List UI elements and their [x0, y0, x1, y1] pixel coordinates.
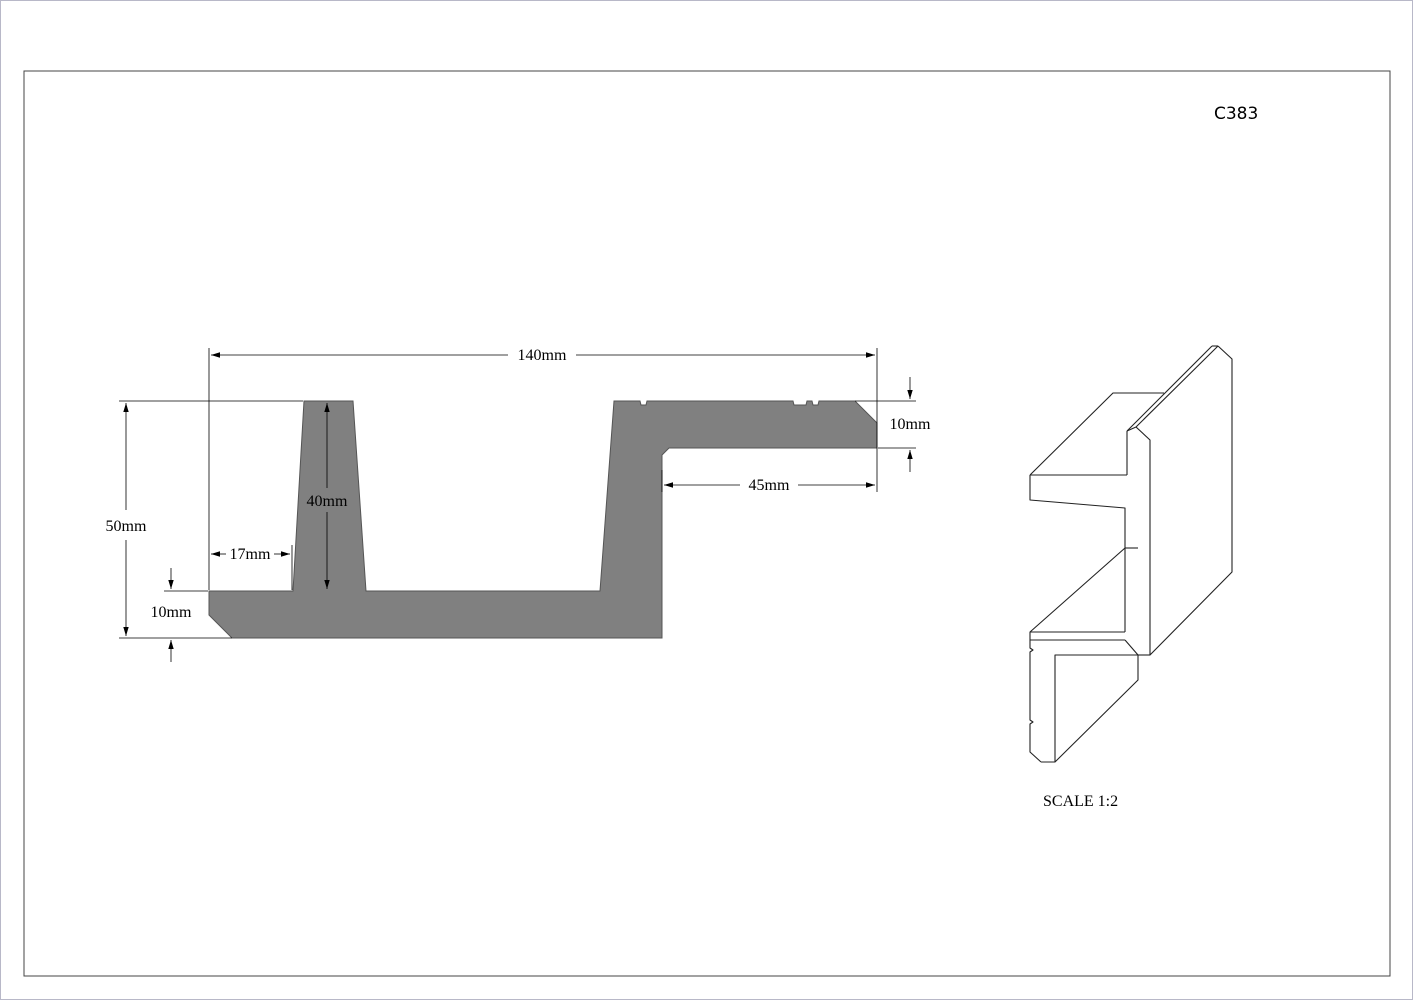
dimension-flange-thickness: 10mm	[890, 377, 931, 472]
svg-text:50mm: 50mm	[106, 518, 147, 535]
isometric-view	[1029, 345, 1233, 763]
dimension-flange-length: 45mm	[664, 477, 875, 494]
dimension-rib-height: 40mm	[307, 403, 348, 589]
svg-text:40mm: 40mm	[307, 493, 348, 510]
profile-cross-section	[208, 400, 878, 639]
dimension-overall-height: 50mm	[106, 403, 147, 636]
dimension-base-thickness: 10mm	[151, 568, 192, 662]
svg-text:10mm: 10mm	[890, 416, 931, 433]
svg-text:45mm: 45mm	[749, 477, 790, 494]
svg-text:10mm: 10mm	[151, 604, 192, 621]
scale-label: SCALE 1:2	[1043, 793, 1118, 810]
drawing-frame	[23, 70, 1391, 977]
dimension-overall-width: 140mm	[211, 347, 875, 364]
extension-lines	[119, 348, 916, 639]
svg-text:140mm: 140mm	[518, 347, 567, 364]
svg-text:17mm: 17mm	[230, 546, 271, 563]
dimension-left-offset: 17mm	[211, 546, 290, 563]
part-code: C383	[1214, 104, 1258, 124]
